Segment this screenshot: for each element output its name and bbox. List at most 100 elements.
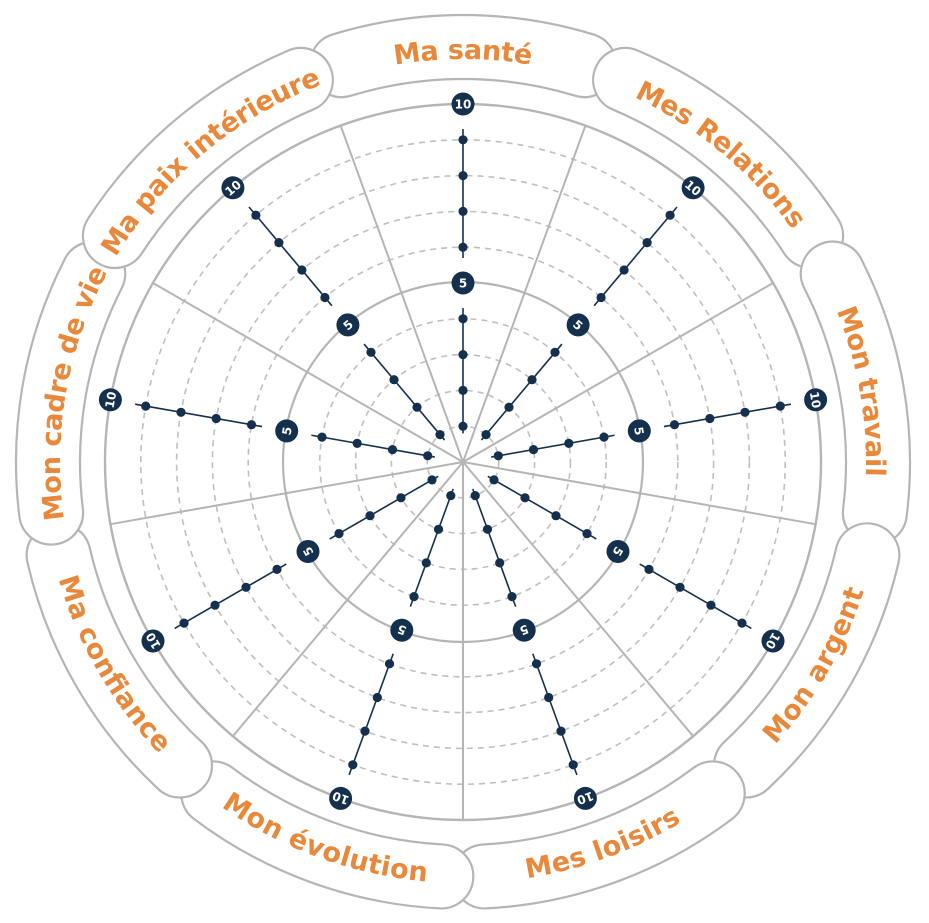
scale-point[interactable]: [409, 592, 419, 602]
sector-divider: [110, 461, 464, 526]
scale-point[interactable]: [504, 402, 514, 412]
scale-point[interactable]: [495, 558, 505, 568]
scale-point[interactable]: [568, 760, 578, 770]
badge-label: 10: [575, 788, 595, 807]
sector-divider: [462, 125, 587, 463]
scale-point[interactable]: [644, 564, 654, 575]
scale-point[interactable]: [564, 438, 574, 448]
scale-point[interactable]: [669, 420, 680, 430]
scale-point[interactable]: [489, 475, 499, 485]
scale-point[interactable]: [423, 451, 433, 461]
dashed-ring: [247, 246, 679, 678]
axis-label-ma-sante: Ma santé: [392, 34, 535, 71]
badge-circle: [275, 419, 299, 443]
scale-point[interactable]: [544, 692, 554, 703]
scale-point[interactable]: [387, 445, 398, 455]
scale-point[interactable]: [599, 432, 609, 442]
scale-badge-10: 10: [141, 629, 165, 653]
scale-point[interactable]: [366, 347, 376, 357]
scale-point[interactable]: [551, 511, 561, 521]
scale-point[interactable]: [582, 529, 592, 539]
scale-point[interactable]: [297, 265, 307, 275]
sector-divider: [339, 125, 464, 463]
scale-point[interactable]: [531, 659, 542, 669]
scale-point[interactable]: [272, 564, 282, 575]
badge-label: 10: [807, 390, 824, 409]
scale-point[interactable]: [396, 493, 406, 503]
scale-point[interactable]: [458, 385, 468, 395]
scale-point[interactable]: [352, 438, 362, 448]
label-frame: [799, 240, 912, 546]
scale-point[interactable]: [246, 420, 257, 430]
scale-point[interactable]: [210, 600, 220, 610]
scale-point[interactable]: [433, 524, 444, 534]
scale-point[interactable]: [481, 430, 491, 440]
badge-circle: [141, 629, 165, 653]
spoke-line: [593, 206, 678, 307]
spoke-ma-confiance: 510: [141, 475, 439, 653]
scale-point[interactable]: [179, 618, 189, 628]
scale-point[interactable]: [550, 347, 560, 357]
scale-point[interactable]: [458, 171, 468, 181]
scale-point[interactable]: [435, 430, 445, 440]
scale-point[interactable]: [458, 135, 468, 145]
badge-circle: [606, 540, 630, 563]
scale-point[interactable]: [446, 491, 456, 501]
scale-point[interactable]: [619, 265, 629, 275]
scale-point[interactable]: [412, 402, 422, 412]
spoke-line: [329, 475, 439, 540]
scale-point[interactable]: [360, 726, 370, 736]
scale-point[interactable]: [458, 242, 468, 252]
scale-point[interactable]: [211, 413, 221, 424]
scale-point[interactable]: [176, 407, 186, 417]
scale-point[interactable]: [458, 350, 468, 360]
scale-point[interactable]: [389, 375, 399, 385]
badge-circle: [761, 629, 785, 653]
scale-point[interactable]: [365, 511, 375, 521]
scale-point[interactable]: [675, 582, 685, 592]
scale-badge-10: 10: [761, 629, 785, 653]
dashed-ring: [175, 174, 751, 750]
spoke-mon-evolution: 510: [329, 488, 456, 810]
scale-point[interactable]: [775, 401, 785, 411]
badge-circle: [451, 92, 475, 116]
spoke-line: [248, 206, 333, 307]
scale-point[interactable]: [737, 618, 747, 628]
scale-point[interactable]: [642, 238, 652, 248]
sector-divider: [462, 282, 774, 463]
scale-point[interactable]: [507, 592, 517, 602]
scale-point[interactable]: [274, 238, 284, 248]
scale-point[interactable]: [527, 375, 537, 385]
label-frame: [14, 240, 127, 546]
scale-point[interactable]: [706, 600, 716, 610]
scale-badge-10: 10: [681, 176, 705, 200]
badge-circle: [329, 786, 353, 810]
scale-point[interactable]: [458, 206, 468, 216]
scale-point[interactable]: [520, 493, 530, 503]
sector-divider: [462, 461, 694, 737]
scale-point[interactable]: [458, 314, 468, 324]
scale-point[interactable]: [251, 210, 261, 220]
scale-point[interactable]: [556, 726, 566, 736]
scale-point[interactable]: [458, 421, 468, 431]
scale-point[interactable]: [493, 451, 503, 461]
scale-point[interactable]: [384, 659, 395, 669]
label-frame: [451, 760, 746, 910]
scale-point[interactable]: [241, 582, 251, 592]
scale-point[interactable]: [317, 432, 327, 442]
scale-point[interactable]: [334, 529, 344, 539]
scale-point[interactable]: [528, 445, 539, 455]
scale-badge-10: 10: [329, 786, 353, 810]
scale-point[interactable]: [740, 407, 750, 417]
scale-point[interactable]: [421, 558, 431, 568]
scale-point[interactable]: [141, 401, 151, 411]
scale-point[interactable]: [427, 475, 437, 485]
scale-point[interactable]: [320, 292, 330, 303]
scale-point[interactable]: [482, 524, 493, 534]
scale-point[interactable]: [705, 413, 715, 424]
scale-point[interactable]: [470, 491, 480, 501]
scale-point[interactable]: [348, 760, 358, 770]
scale-point[interactable]: [372, 692, 382, 703]
scale-point[interactable]: [665, 210, 675, 220]
scale-point[interactable]: [596, 292, 606, 303]
